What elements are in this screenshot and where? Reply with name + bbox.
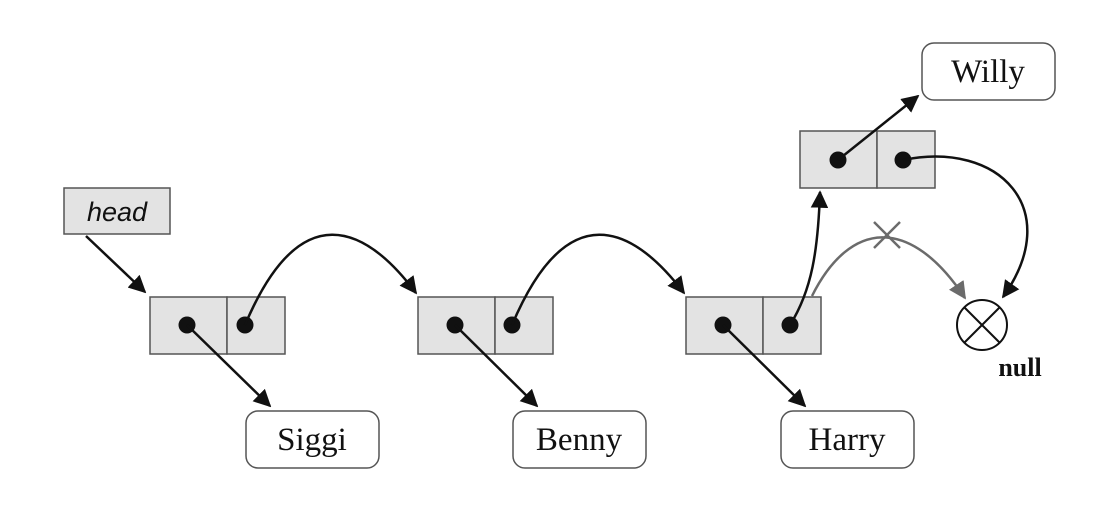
data-arrow-siggi (186, 324, 272, 408)
next-arrow-siggi-to-benny (243, 233, 418, 326)
value-box-benny: Benny (512, 410, 647, 469)
null-terminator: null (956, 299, 1042, 382)
null-label: null (998, 353, 1041, 382)
data-arrow-willy (837, 94, 920, 161)
removed-next-arrow-harry-to-null (810, 236, 967, 300)
value-box-harry: Harry (780, 410, 915, 469)
data-arrow-benny (454, 324, 539, 408)
next-arrow-benny-to-harry (510, 233, 686, 326)
null-cross-line (963, 306, 1001, 344)
value-label: Siggi (277, 422, 347, 458)
value-label: Harry (809, 422, 886, 458)
next-arrow-harry-to-willy (788, 190, 829, 326)
removed-cross-mark (873, 221, 901, 249)
value-box-siggi: Siggi (245, 410, 380, 469)
head-pointer: head (63, 187, 171, 235)
list-node-willy (799, 130, 936, 189)
head-box (63, 187, 171, 235)
data-arrow-harry (722, 324, 807, 408)
list-node-harry (685, 296, 822, 355)
list-node-siggi (149, 296, 286, 355)
head-label: head (87, 197, 148, 227)
value-label: Benny (536, 422, 623, 458)
head-arrow (85, 235, 147, 294)
next-arrow-willy-to-null (902, 155, 1029, 299)
list-node-benny (417, 296, 554, 355)
value-label: Willy (951, 54, 1025, 90)
value-box-willy: Willy (921, 42, 1056, 101)
next-cell (226, 296, 286, 355)
